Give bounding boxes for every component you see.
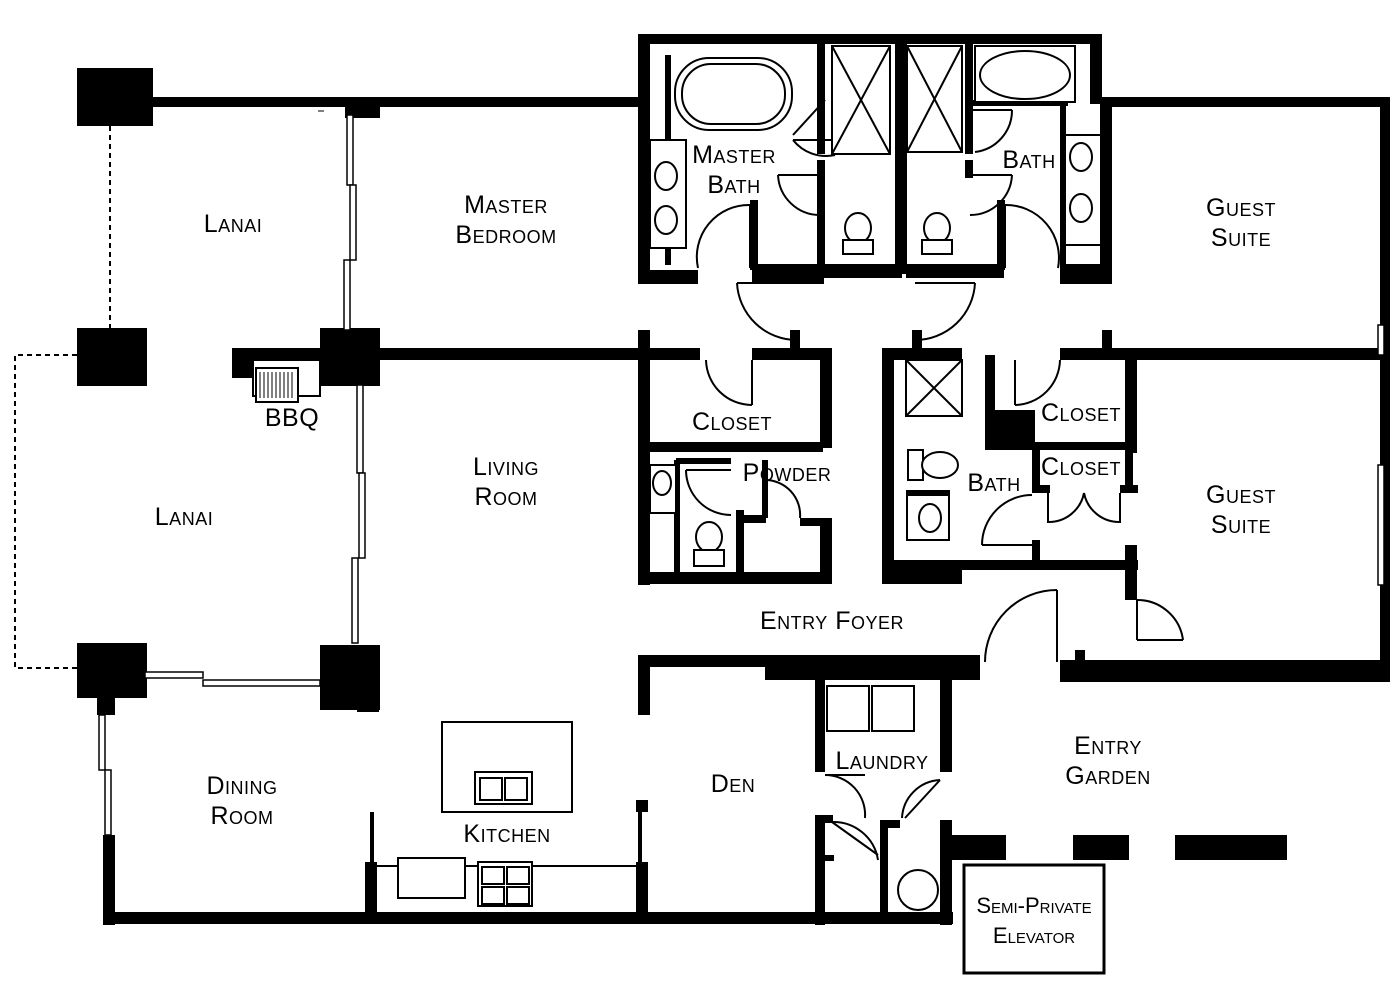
label-living-room-2: Room: [474, 483, 537, 511]
label-master-bath-2: Bath: [707, 171, 760, 199]
label-entry-garden-2: Garden: [1065, 762, 1150, 790]
fixtures: [252, 45, 1102, 911]
label-closet-right-bottom: Closet: [1041, 453, 1121, 481]
elevator-box: [962, 863, 1106, 975]
label-living-room-1: Living: [473, 453, 539, 481]
doors: [685, 99, 1184, 861]
label-closet-left: Closet: [692, 408, 772, 436]
label-guest-suite-top-2: Suite: [1211, 224, 1271, 252]
label-bath-top: Bath: [1002, 146, 1055, 174]
label-master-bedroom-2: Bedroom: [455, 221, 556, 249]
label-laundry: Laundry: [835, 747, 928, 775]
label-kitchen: Kitchen: [463, 820, 550, 848]
label-guest-suite-bottom-2: Suite: [1211, 511, 1271, 539]
label-master-bath-1: Master: [692, 141, 776, 169]
label-bath-mid: Bath: [967, 469, 1020, 497]
label-den: Den: [711, 770, 756, 798]
label-entry-foyer: Entry Foyer: [760, 607, 904, 635]
label-dining-room-1: Dining: [206, 772, 277, 800]
walls: [77, 34, 1390, 925]
label-lanai-top: Lanai: [204, 210, 262, 238]
label-entry-garden-1: Entry: [1074, 732, 1142, 760]
label-lanai-bottom: Lanai: [155, 503, 213, 531]
label-dining-room-2: Room: [210, 802, 273, 830]
label-elevator-1: Semi-Private: [976, 893, 1091, 918]
label-guest-suite-bottom-1: Guest: [1206, 481, 1276, 509]
room-labels: Lanai BBQ Lanai Master Bedroom Master Ba…: [155, 141, 1276, 948]
label-powder: Powder: [743, 459, 832, 487]
label-guest-suite-top-1: Guest: [1206, 194, 1276, 222]
label-bbq: BBQ: [265, 404, 319, 432]
label-master-bedroom-1: Master: [464, 191, 548, 219]
label-closet-right-top: Closet: [1041, 399, 1121, 427]
windows: [14, 110, 1385, 836]
label-elevator-2: Elevator: [993, 923, 1075, 948]
